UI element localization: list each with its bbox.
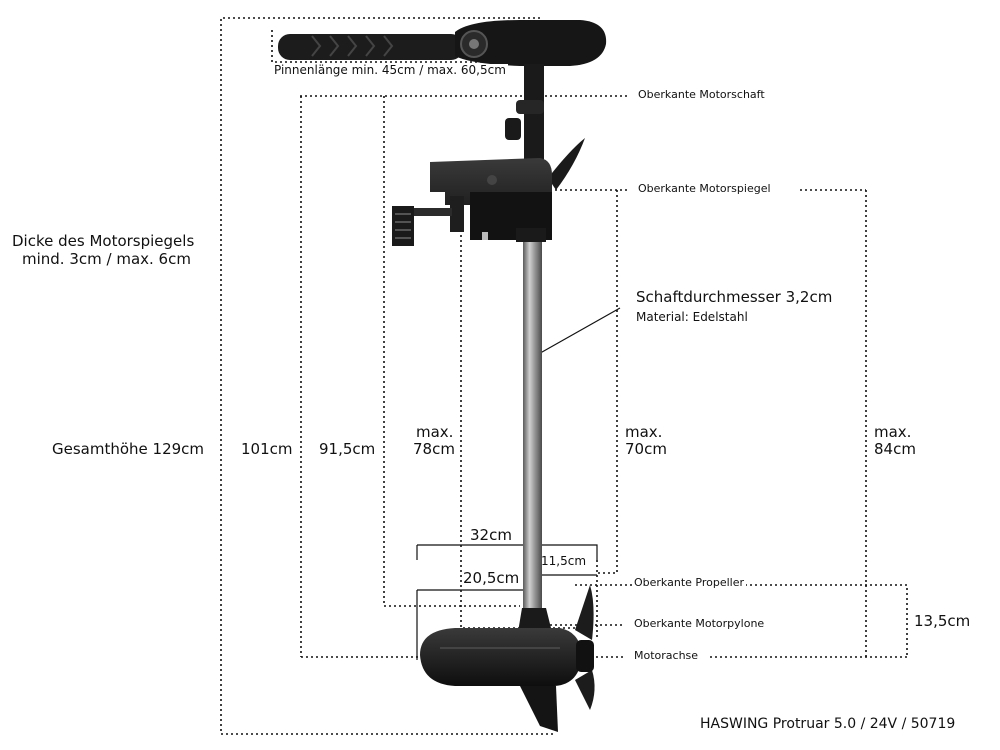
dim-78-label-2: 78cm bbox=[411, 440, 457, 459]
dim-20-5-label: 20,5cm bbox=[463, 569, 520, 587]
total-height-label: Gesamthöhe 129cm bbox=[52, 440, 205, 458]
motor-drawing bbox=[278, 20, 607, 732]
dim-78-label-1: max. bbox=[416, 423, 454, 441]
dim-70-label-1: max. bbox=[623, 423, 665, 442]
top-pylon-label: Oberkante Motorpylone bbox=[632, 617, 767, 631]
dim-84-label-1: max. bbox=[872, 423, 914, 442]
main-shaft bbox=[523, 242, 542, 612]
motor-pylon bbox=[518, 608, 552, 632]
top-transom-label: Oberkante Motorspiegel bbox=[636, 182, 773, 196]
shaft-diameter-label: Schaftdurchmesser 3,2cm bbox=[636, 288, 833, 306]
dim-101-label: 101cm bbox=[239, 440, 295, 459]
bracket-70 bbox=[597, 190, 618, 574]
bracket-78 bbox=[460, 235, 575, 629]
top-motor-shaft-label: Oberkante Motorschaft bbox=[636, 88, 767, 102]
dim-11-5-label: 11,5cm bbox=[541, 554, 587, 568]
propeller-blade-bottom bbox=[575, 670, 595, 710]
propeller-hub bbox=[576, 640, 594, 672]
dimension-lines bbox=[220, 17, 908, 735]
shaft-collar bbox=[516, 228, 546, 242]
material-label: Material: Edelstahl bbox=[636, 310, 748, 324]
total-height-bracket bbox=[220, 17, 555, 735]
product-footer: HASWING Protruar 5.0 / 24V / 50719 bbox=[700, 716, 956, 732]
motor-axis-label: Motorachse bbox=[632, 649, 701, 663]
transom-thickness-label-1: Dicke des Motorspiegels bbox=[12, 232, 195, 250]
dim-91-5-label: 91,5cm bbox=[317, 440, 378, 459]
tiller-grip bbox=[278, 34, 463, 60]
bracket-91-5 bbox=[383, 96, 520, 607]
clamp-screw bbox=[412, 208, 452, 216]
top-propeller-label: Oberkante Propeller bbox=[632, 576, 746, 590]
dim-32-line bbox=[416, 544, 598, 560]
upper-shaft bbox=[524, 64, 544, 184]
tilt-lever bbox=[548, 138, 585, 190]
dim-13-5-label: 13,5cm bbox=[914, 612, 971, 630]
propeller-blade-top bbox=[575, 585, 594, 640]
tiller-length-label: Pinnenlänge min. 45cm / max. 60,5cm bbox=[272, 63, 508, 78]
dim-32-label: 32cm bbox=[470, 526, 512, 544]
dim-84-label-2: 84cm bbox=[872, 440, 918, 459]
skeg bbox=[520, 686, 558, 732]
motor-body bbox=[420, 628, 582, 686]
shaft-diameter-pointer bbox=[534, 307, 621, 357]
dim-20-5-line bbox=[416, 589, 537, 660]
dim-70-label-2: 70cm bbox=[623, 440, 669, 459]
control-head bbox=[455, 20, 607, 66]
transom-thickness-label-2: mind. 3cm / max. 6cm bbox=[22, 250, 191, 268]
clamp-pad bbox=[392, 206, 414, 246]
